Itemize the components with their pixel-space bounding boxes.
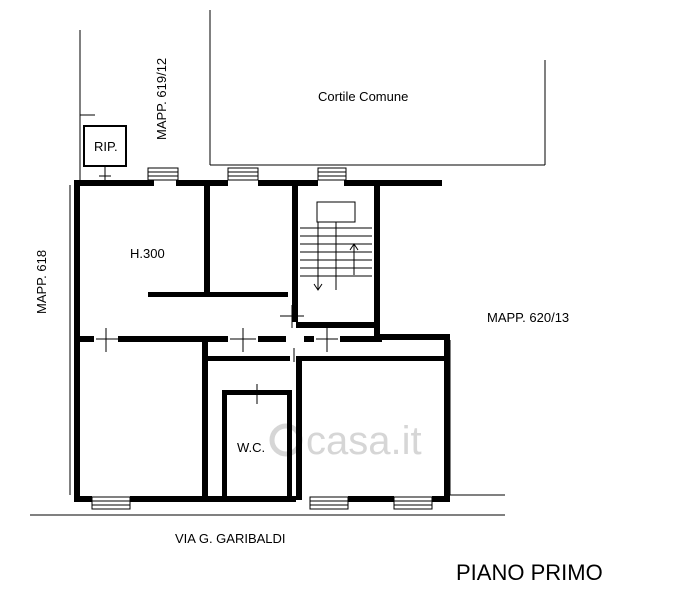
window-bottom-3 — [393, 496, 433, 510]
courtyard-label: Cortile Comune — [318, 89, 408, 104]
window-bottom-2 — [309, 496, 349, 510]
street-label: VIA G. GARIBALDI — [175, 531, 286, 546]
walls — [74, 180, 450, 502]
labels: Cortile Comune MAPP. 619/12 MAPP. 618 MA… — [34, 58, 603, 585]
parcel-north-label: MAPP. 619/12 — [154, 58, 169, 140]
window-top-3 — [317, 167, 347, 181]
staircase — [300, 201, 372, 291]
window-top-2 — [227, 167, 259, 181]
parcel-west-label: MAPP. 618 — [34, 250, 49, 314]
door-3 — [316, 328, 338, 352]
parcel-east-label: MAPP. 620/13 — [487, 310, 569, 325]
door-wc — [246, 384, 268, 404]
windows — [91, 167, 433, 510]
window-bottom-1 — [91, 496, 131, 510]
door-2 — [230, 328, 256, 352]
window-top-1 — [147, 167, 179, 181]
storage-label: RIP. — [94, 139, 118, 154]
doors — [96, 305, 338, 404]
door-4 — [280, 305, 304, 328]
floor-name-label: PIANO PRIMO — [456, 560, 603, 585]
storage-room: RIP. — [83, 125, 127, 186]
door-1 — [96, 328, 118, 352]
watermark-text: casa.it — [306, 419, 422, 463]
bathroom-label: W.C. — [237, 440, 265, 455]
room-height-label: H.300 — [130, 246, 165, 261]
watermark: casa.it — [269, 419, 422, 463]
